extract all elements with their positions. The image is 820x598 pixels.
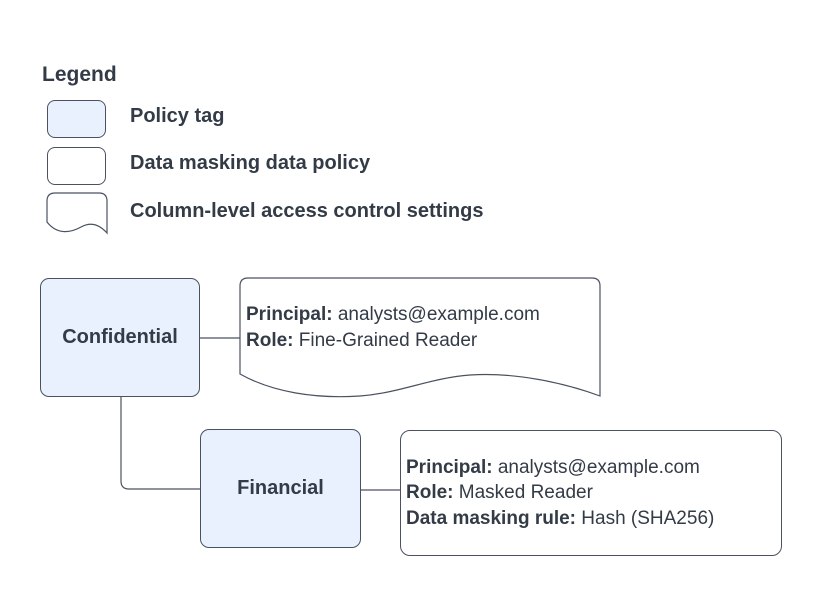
legend-swatch-column-acl-icon	[46, 192, 108, 235]
connector-confidential-to-financial	[120, 397, 200, 490]
column-acl-document-shape	[239, 277, 601, 398]
acl-principal-label: Principal:	[246, 304, 333, 325]
legend-swatch-data-policy	[47, 147, 106, 185]
policy-principal-label: Principal:	[406, 456, 493, 478]
legend-label-policy-tag: Policy tag	[130, 105, 225, 127]
policy-principal-value: analysts@example.com	[497, 456, 700, 478]
legend-label-column-acl: Column-level access control settings	[130, 200, 484, 222]
policy-role-label: Role:	[406, 482, 454, 504]
acl-role-line: Role: Fine-Grained Reader	[246, 328, 594, 354]
policy-rule-label: Data masking rule:	[406, 507, 576, 529]
legend-title: Legend	[42, 63, 117, 86]
acl-role-value: Fine-Grained Reader	[298, 329, 478, 351]
policy-role-value: Masked Reader	[458, 482, 593, 504]
acl-principal-line: Principal: analysts@example.com	[246, 302, 594, 328]
policy-tag-financial-label: Financial	[237, 477, 324, 499]
policy-rule-line: Data masking rule: Hash (SHA256)	[406, 506, 781, 532]
data-masking-policy-box: Principal: analysts@example.com Role: Ma…	[400, 430, 782, 556]
policy-principal-line: Principal: analysts@example.com	[406, 455, 781, 481]
policy-role-line: Role: Masked Reader	[406, 480, 781, 506]
acl-role-label: Role:	[246, 329, 294, 351]
legend-label-data-policy: Data masking data policy	[130, 152, 371, 174]
policy-tag-financial: Financial	[200, 429, 361, 548]
column-acl-settings-text: Principal: analysts@example.com Role: Fi…	[246, 302, 594, 353]
acl-principal-value: analysts@example.com	[337, 304, 540, 325]
legend-swatch-policy-tag	[47, 100, 106, 138]
policy-tag-confidential-label: Confidential	[62, 326, 178, 348]
policy-rule-value: Hash (SHA256)	[581, 507, 715, 529]
policy-tag-confidential: Confidential	[40, 278, 200, 397]
